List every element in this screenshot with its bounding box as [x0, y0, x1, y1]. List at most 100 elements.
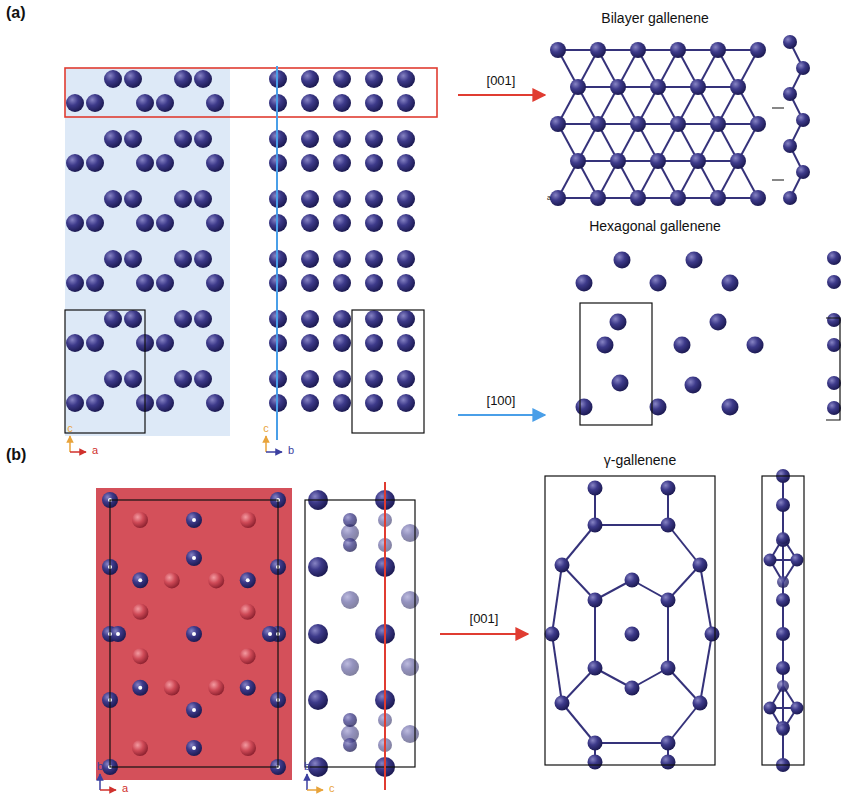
atom: [136, 94, 154, 112]
axis-label: a: [92, 444, 98, 457]
atom: [783, 87, 797, 101]
atom: [588, 481, 603, 496]
atom: [208, 572, 224, 588]
atom: [124, 70, 142, 88]
axis-arrow: [99, 774, 101, 790]
atom: [206, 154, 224, 172]
atom: [301, 334, 319, 352]
axis-label: c: [263, 422, 269, 435]
unit-cell: [352, 310, 424, 433]
atom: [301, 310, 319, 328]
atom: [86, 214, 104, 232]
projection-arrow: [458, 94, 545, 96]
atom: [650, 275, 667, 292]
atom: [650, 79, 666, 95]
bond: [594, 600, 596, 668]
atom: [588, 736, 603, 751]
atom: [693, 558, 708, 573]
atom: [104, 190, 122, 208]
atom: [104, 130, 122, 148]
atom: [174, 190, 192, 208]
atom: [66, 94, 84, 112]
atom: [365, 370, 383, 388]
bond: [552, 565, 562, 634]
atom: [194, 310, 212, 328]
unit-cell: [305, 500, 415, 767]
panel-title: Hexagonal gallenene: [589, 218, 721, 234]
atom: [333, 334, 351, 352]
atom: [86, 154, 104, 172]
atom: [570, 153, 586, 169]
atom: [776, 627, 790, 641]
atom: [555, 696, 570, 711]
atom: [186, 740, 202, 756]
atom: [174, 250, 192, 268]
bracket: [826, 318, 840, 420]
atom: [777, 724, 789, 736]
atom: [776, 721, 790, 735]
axis-arrow: [306, 774, 308, 790]
bond: [700, 634, 712, 703]
atom: [333, 190, 351, 208]
atom: [174, 310, 192, 328]
atom: [610, 79, 626, 95]
atom: [570, 79, 586, 95]
atom: [777, 532, 789, 544]
axis-label: a: [122, 782, 128, 795]
atom: [670, 190, 686, 206]
atom: [365, 394, 383, 412]
atom: [194, 250, 212, 268]
atom: [650, 153, 666, 169]
atom: [124, 370, 142, 388]
atom: [66, 154, 84, 172]
unit-cell: [580, 303, 652, 425]
bond: [782, 668, 784, 728]
atom: [194, 370, 212, 388]
atom: [186, 626, 202, 642]
atom: [686, 252, 703, 269]
atom-highlight: [192, 556, 196, 560]
atom: [827, 275, 841, 289]
bond: [700, 565, 712, 634]
direction-label: [001]: [487, 74, 516, 89]
atom: [206, 214, 224, 232]
atom-highlight: [192, 632, 196, 636]
atom: [796, 61, 810, 75]
atom: [174, 70, 192, 88]
panel-title: γ-gallenene: [604, 452, 676, 468]
atom: [194, 70, 212, 88]
atom: [661, 661, 676, 676]
atom: [777, 576, 789, 588]
atom-highlight: [246, 686, 250, 690]
atom: [301, 70, 319, 88]
atom: [614, 252, 631, 269]
bond: [552, 634, 562, 703]
atom: [333, 310, 351, 328]
bond: [595, 524, 668, 526]
atom: [308, 624, 328, 644]
atom: [401, 524, 419, 542]
cut-line: [384, 482, 386, 790]
atom: [661, 518, 676, 533]
atom: [710, 42, 726, 58]
projection-arrow: [458, 414, 545, 416]
atom: [206, 334, 224, 352]
atom: [747, 337, 764, 354]
atom: [164, 680, 180, 696]
atom: [690, 79, 706, 95]
atom: [722, 399, 739, 416]
atom: [674, 337, 691, 354]
atom: [777, 680, 789, 692]
atom-highlight: [192, 518, 196, 522]
atom: [240, 572, 256, 588]
atom-highlight: [116, 632, 120, 636]
atom: [397, 190, 415, 208]
atom: [301, 370, 319, 388]
atom: [156, 94, 174, 112]
atom: [124, 190, 142, 208]
atom: [104, 250, 122, 268]
atom: [365, 190, 383, 208]
atom: [730, 153, 746, 169]
